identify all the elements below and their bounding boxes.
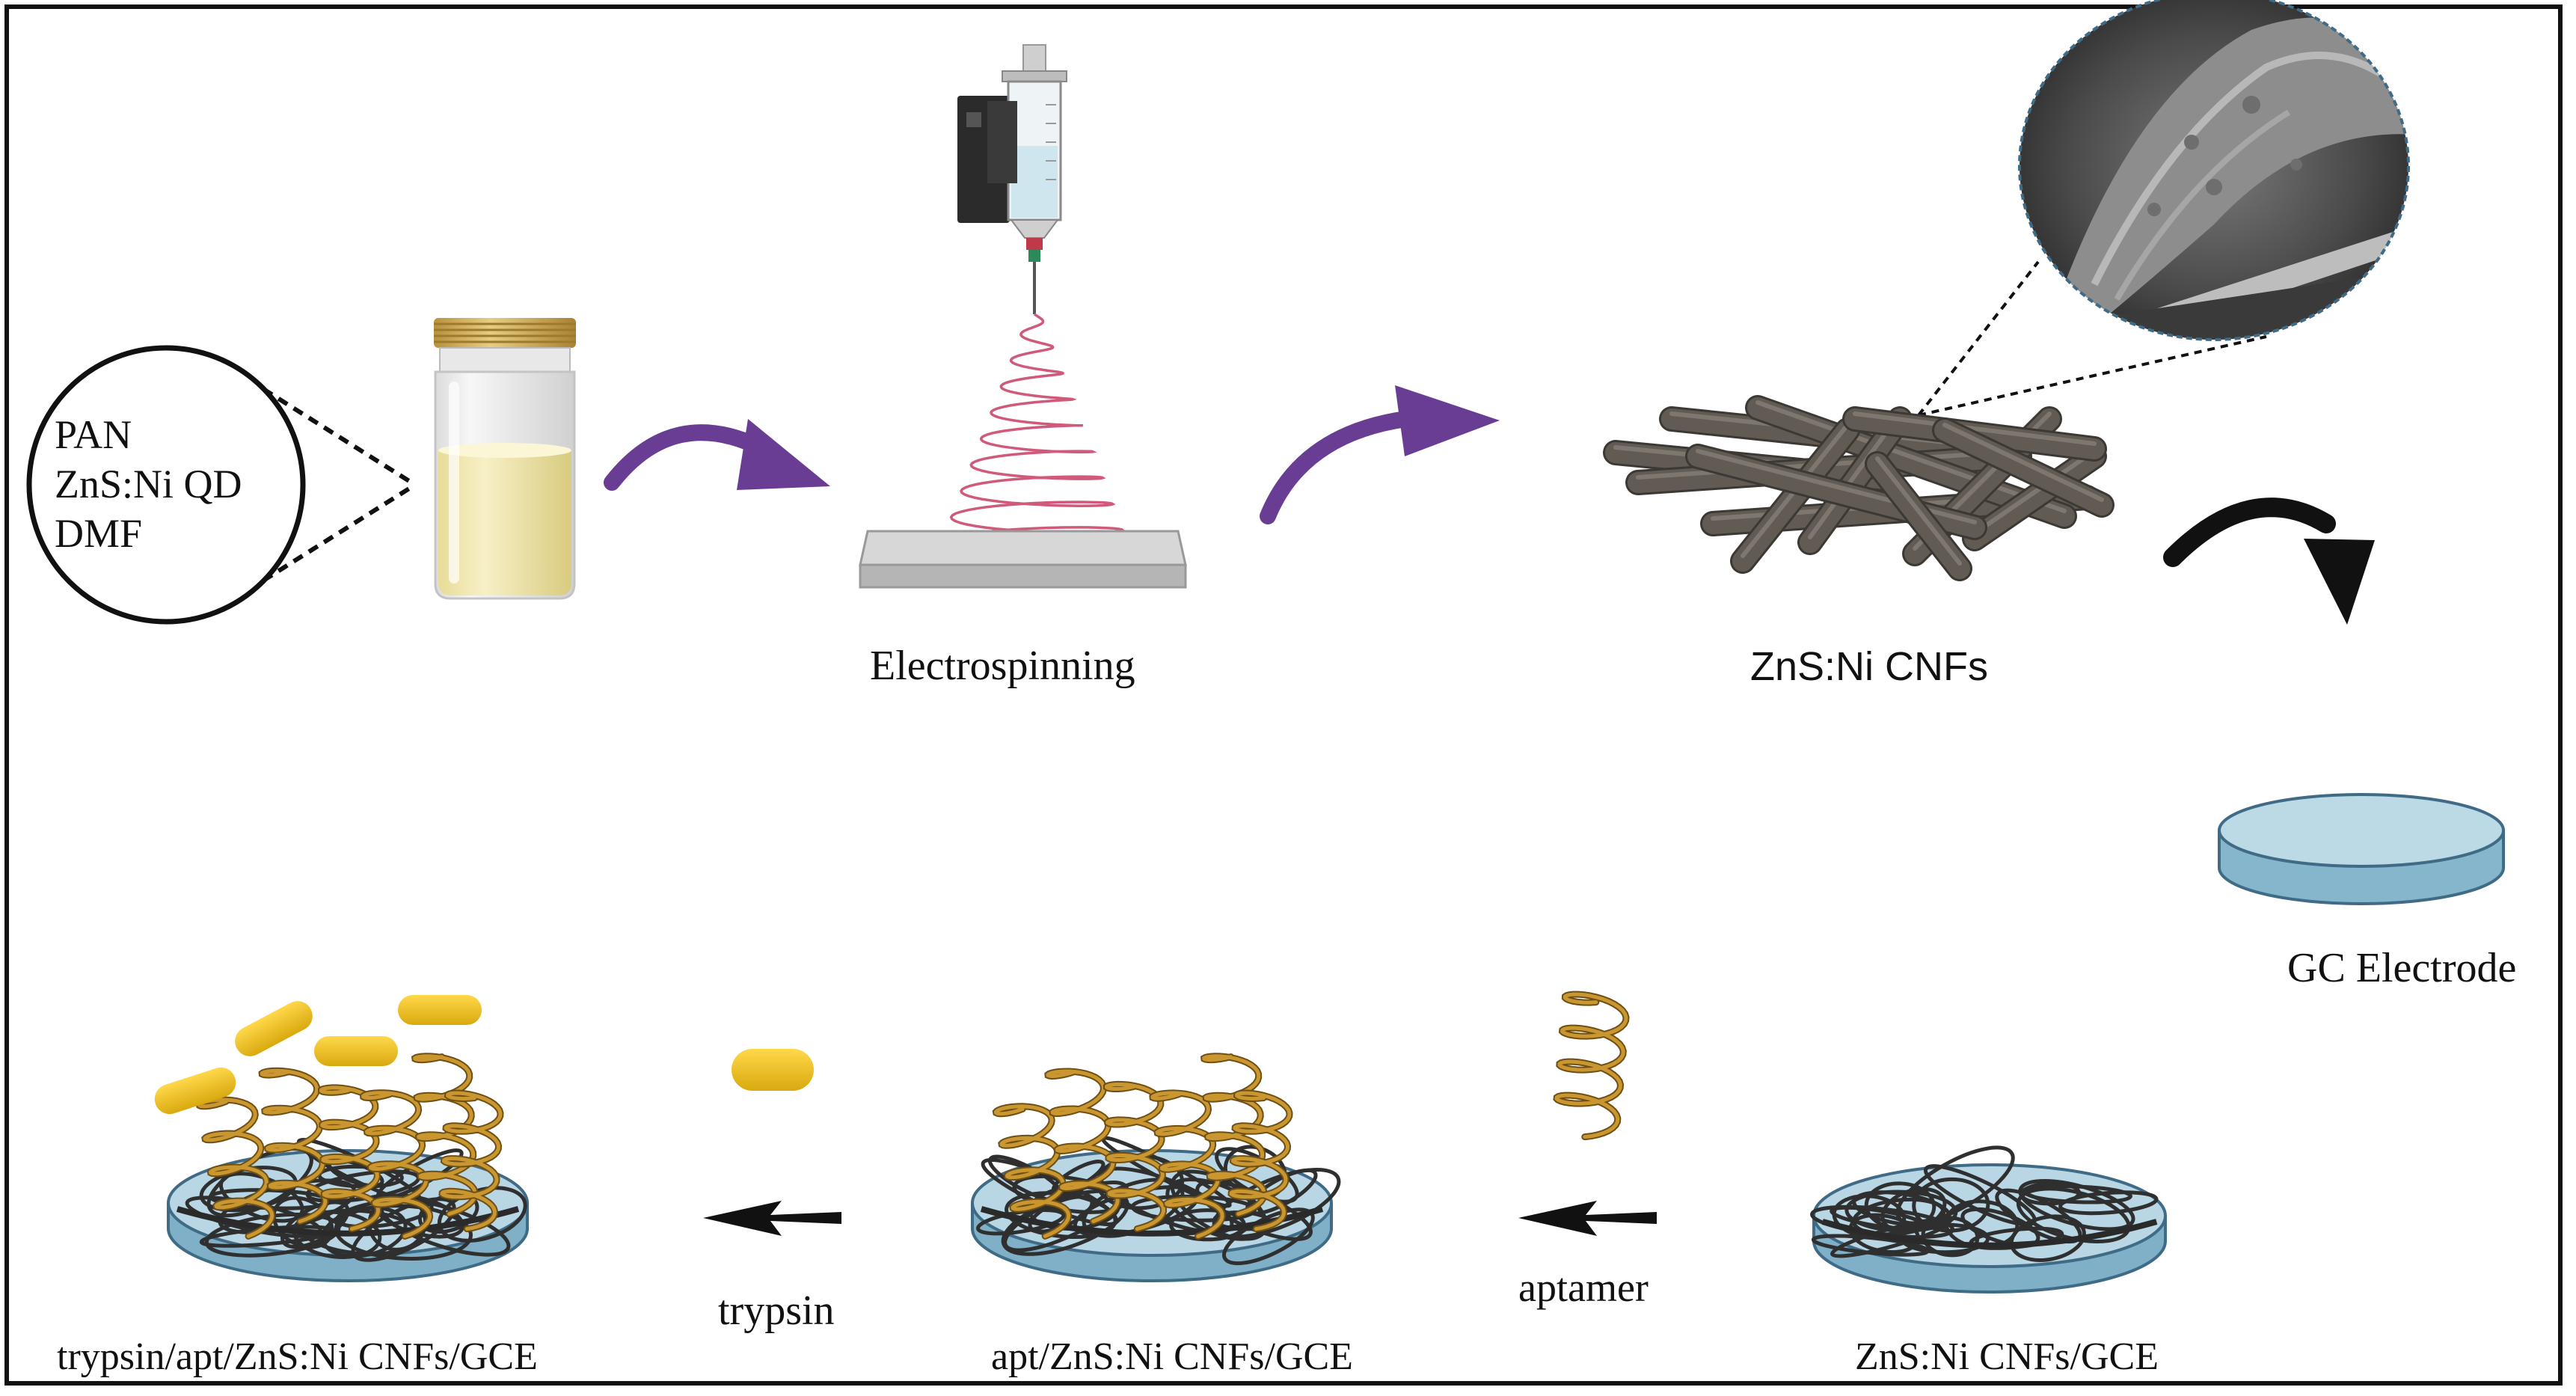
apt-electrode-label: apt/ZnS:Ni CNFs/GCE	[991, 1335, 1353, 1378]
trypsin-step-label: trypsin	[718, 1288, 835, 1334]
aptamer-helix	[1554, 992, 1628, 1139]
aptamer-helix	[1229, 1091, 1292, 1231]
aptamer-helix	[1202, 1054, 1266, 1216]
aptamer-helix	[361, 1091, 432, 1238]
gc-electrode-label: GC Electrode	[2287, 945, 2517, 991]
arrow-fibers-to-electrode	[2163, 498, 2375, 625]
arrow-electrospinning-to-fibers	[1260, 385, 1500, 524]
nanofiber-mesh	[1810, 1145, 2159, 1262]
trypsin-molecule	[314, 1036, 398, 1066]
bound-aptamers	[992, 1053, 1293, 1240]
bound-trypsin-molecules	[154, 995, 482, 1115]
carbon-nanofibers-bundle	[1603, 395, 2115, 581]
modified-electrodes-row	[154, 995, 2167, 1294]
vial-component-quantum-dots: ZnS:Ni QD	[55, 462, 242, 506]
arrow-trypsin-step	[703, 1201, 841, 1236]
modified-electrode-label: ZnS:Ni CNFs/GCE	[1855, 1335, 2159, 1378]
final-electrode-label: trypsin/apt/ZnS:Ni CNFs/GCE	[57, 1335, 538, 1378]
solution-vial	[434, 318, 576, 600]
aptamer-helix	[993, 1104, 1071, 1238]
nanofiber-rod-highlight	[1853, 411, 2097, 446]
nanofiber-rod-highlight	[1875, 456, 1962, 566]
arrow-vial-to-electrospinning	[604, 419, 830, 491]
aptamer-helix	[440, 1091, 503, 1231]
nanofiber-rod	[1867, 453, 1970, 579]
aptamer-helix	[1046, 1069, 1120, 1223]
vial-composition-callout	[26, 345, 417, 625]
trypsin-molecule	[235, 1001, 313, 1056]
bound-aptamers	[195, 1053, 504, 1240]
arrow-aptamer-step	[1518, 1201, 1657, 1236]
nanofiber-rod	[1800, 408, 1910, 553]
nanofibers-label: ZnS:Ni CNFs	[1750, 644, 1989, 689]
aptamer-helix	[1150, 1091, 1224, 1238]
aptamer-helix	[197, 1097, 275, 1238]
aptamer-step-label: aptamer	[1518, 1265, 1649, 1310]
vial-component-pan: PAN	[55, 412, 132, 457]
electrospinning-label: Electrospinning	[870, 643, 1135, 689]
figure-border	[4, 4, 2563, 1386]
aptamer-helix	[413, 1054, 477, 1216]
electrospinning-setup	[859, 44, 1187, 589]
electrode-disc	[1810, 1145, 2167, 1294]
nanofiber-rod	[1964, 446, 2105, 549]
free-aptamer-helix	[1553, 991, 1630, 1141]
nanofiber-rod-highlight	[1942, 423, 2104, 502]
trypsin-molecule	[154, 1067, 236, 1115]
aptamer-helix	[260, 1068, 328, 1224]
nanofiber-rod	[1732, 420, 1858, 572]
vial-component-dmf: DMF	[55, 511, 143, 556]
nanofiber-rod-highlight	[1755, 400, 2067, 513]
nanofiber-rod-highlight	[1972, 449, 2097, 536]
trypsin-molecule	[398, 995, 482, 1025]
nanofiber-rod	[1934, 420, 2112, 515]
gc-electrode-disc	[2218, 793, 2505, 905]
free-trypsin-molecule	[732, 1049, 814, 1091]
sem-image-inset	[1917, 0, 2410, 417]
